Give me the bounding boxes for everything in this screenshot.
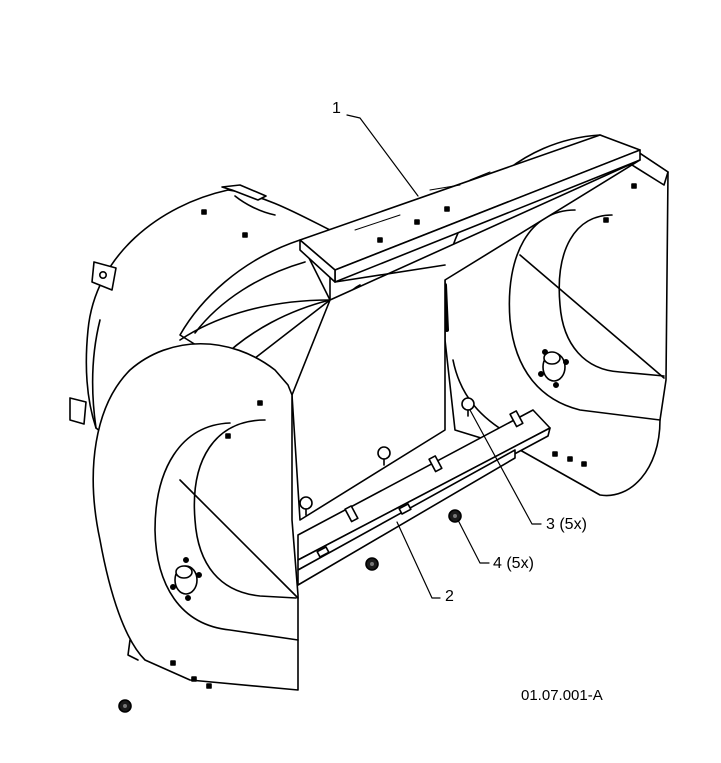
- carriage-bolts: [299, 397, 475, 516]
- top-cross-beam: [299, 134, 641, 331]
- scraper-bar: [297, 409, 551, 586]
- callout-part-4: 4 (5x): [493, 555, 534, 572]
- leader-lines: [346, 114, 542, 599]
- callout-part-1: 1: [332, 100, 341, 117]
- hex-nuts: [118, 509, 462, 713]
- callout-part-2: 2: [445, 588, 454, 605]
- figure-reference-number: 01.07.001-A: [521, 687, 603, 704]
- left-housing-side: [92, 342, 299, 691]
- callout-part-3: 3 (5x): [546, 516, 587, 533]
